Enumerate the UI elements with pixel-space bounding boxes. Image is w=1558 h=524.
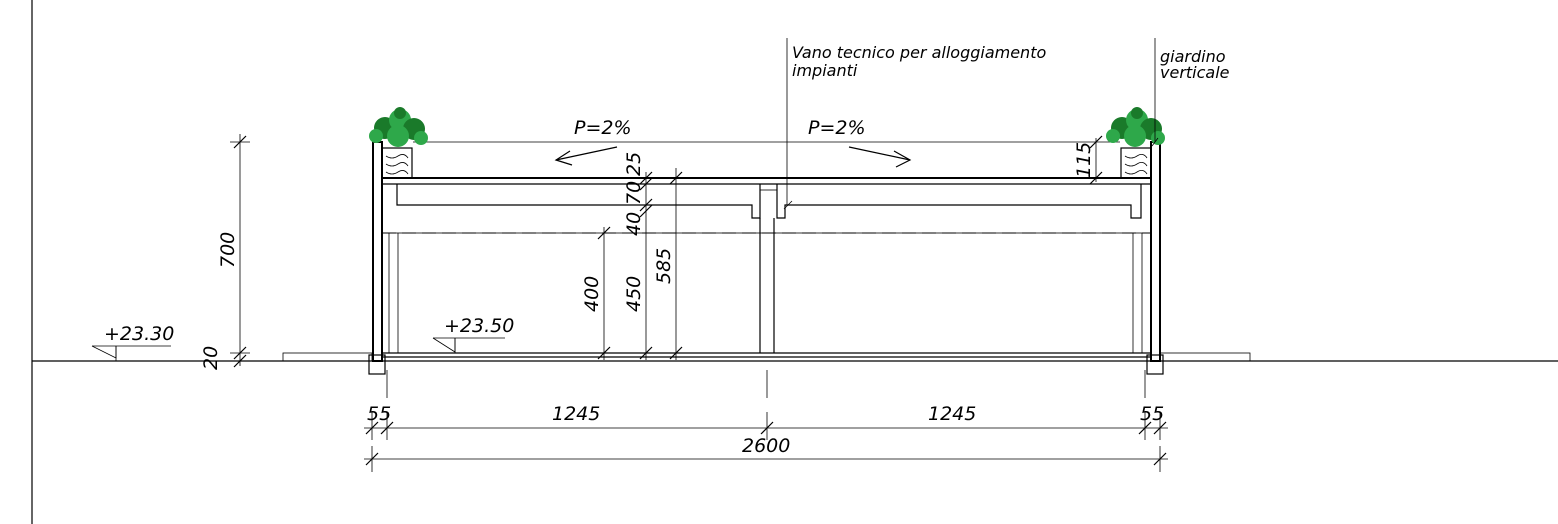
dim-40-label: 40	[623, 212, 645, 236]
dim-roof-layers	[639, 171, 653, 220]
dim-55-right-label: 55	[1140, 403, 1164, 425]
dim-width-row	[364, 412, 1168, 440]
dim-total-width	[364, 446, 1168, 472]
dim-planter	[1089, 135, 1103, 185]
vertical-garden-note-line2: verticale	[1160, 63, 1230, 82]
plant-right-icon	[1106, 107, 1165, 147]
dim-115-label: 115	[1073, 142, 1095, 178]
slope-arrow-right-icon	[848, 146, 912, 168]
slope-arrow-left-icon	[554, 146, 618, 166]
vertical-garden-note: giardino	[1160, 47, 1226, 66]
dim-450	[639, 220, 653, 360]
dim-700-label: 700	[217, 232, 239, 268]
planter-right	[1120, 147, 1152, 179]
level-floor-label: +23.50	[444, 315, 514, 337]
dim-400-label: 400	[581, 276, 603, 312]
dim-20-label: 20	[200, 346, 222, 370]
dim-585	[669, 168, 683, 360]
dim-1245-right-label: 1245	[928, 403, 976, 425]
plant-left-icon	[369, 107, 428, 147]
dim-total-height	[230, 134, 250, 368]
dim-25-label: 25	[623, 152, 645, 176]
building-structure	[368, 141, 1164, 375]
level-outside-label: +23.30	[104, 323, 174, 345]
dim-585-label: 585	[653, 248, 675, 284]
level-marker-floor	[432, 337, 505, 353]
slope-left-label: P=2%	[574, 117, 632, 139]
slope-right-label: P=2%	[808, 117, 866, 139]
dim-55-left-label: 55	[367, 403, 391, 425]
dim-70-label: 70	[623, 181, 645, 205]
planter-left	[381, 147, 413, 179]
technical-space-note-line2: impianti	[792, 61, 858, 80]
dim-1245-left-label: 1245	[552, 403, 600, 425]
level-marker-outside	[91, 345, 171, 361]
dim-2600-label: 2600	[742, 435, 790, 457]
dim-400	[597, 226, 611, 360]
technical-space-note: Vano tecnico per alloggiamento	[792, 43, 1046, 62]
dim-450-label: 450	[623, 276, 645, 312]
